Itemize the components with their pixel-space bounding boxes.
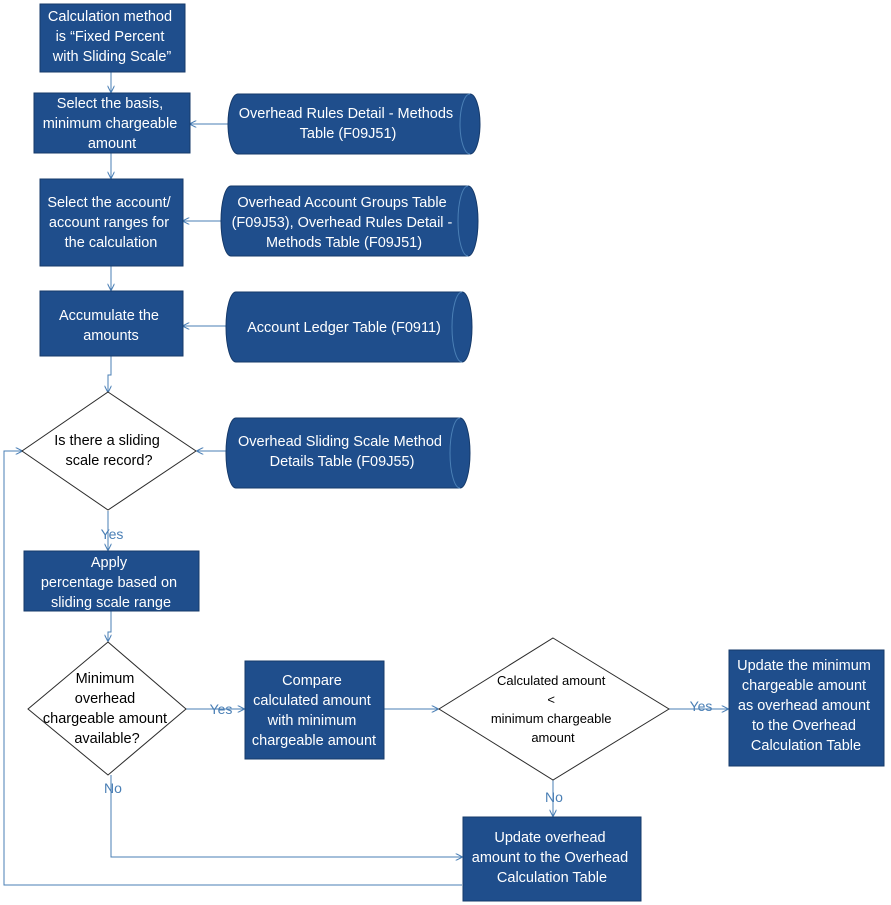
compare-line-2: calculated amount xyxy=(253,693,371,709)
label-calc-no: No xyxy=(545,789,563,805)
label-sliding-yes: Yes xyxy=(101,526,124,542)
accumulate-box: Accumulate the amounts xyxy=(39,290,184,357)
compare-box: Compare calculated amount with minimum c… xyxy=(244,660,385,760)
sliding-table-line-1: Overhead Sliding Scale Method xyxy=(238,434,442,450)
update-minimum-box: Update the minimum chargeable amount as … xyxy=(728,649,885,767)
min-decision-line-2: overhead xyxy=(75,691,135,707)
select-basis-box: Select the basis, minimum chargeable amo… xyxy=(33,92,191,154)
update-overhead-line-1: Update overhead xyxy=(494,830,605,846)
ledger-table-line-1: Account Ledger Table (F0911) xyxy=(247,320,441,336)
update-min-line-5: Calculation Table xyxy=(751,738,861,754)
update-min-line-4: to the Overhead xyxy=(752,718,856,734)
svg-text:Calculated amount <: Calculated amount < minimum chargeable a… xyxy=(491,673,615,745)
accumulate-line-1: Accumulate the xyxy=(59,308,159,324)
ledger-table-cylinder: Account Ledger Table (F0911) xyxy=(225,291,473,363)
svg-text:Is there a sliding scale: Is there a sliding scale record? xyxy=(54,433,164,469)
calc-decision-line-2: < xyxy=(547,692,555,707)
methods-table-line-1: Overhead Rules Detail - Methods xyxy=(239,106,453,122)
edge-accumulate-to-decision xyxy=(108,356,112,392)
update-min-line-1: Update the minimum xyxy=(737,658,871,674)
update-min-line-2: chargeable amount xyxy=(742,678,866,694)
label-calc-yes: Yes xyxy=(690,698,713,714)
min-decision-line-4: available? xyxy=(74,731,139,747)
svg-text:Update the minimum charg: Update the minimum chargeable amount as … xyxy=(737,658,875,754)
connectors xyxy=(3,72,728,886)
calc-decision-line-1: Calculated amount xyxy=(497,673,606,688)
min-decision-line-3: chargeable amount xyxy=(43,711,167,727)
sliding-table-line-2: Details Table (F09J55) xyxy=(270,454,415,470)
edge-apply-to-min xyxy=(108,611,112,641)
methods-table-line-2: Table (F09J51) xyxy=(300,126,397,142)
calc-decision-line-3: minimum chargeable xyxy=(491,711,612,726)
groups-table-line-2: (F09J53), Overhead Rules Detail - xyxy=(232,215,453,231)
update-overhead-line-3: Calculation Table xyxy=(497,870,607,886)
svg-text:Overhead Account Groups Table: Overhead Account Groups Table (F09J53), … xyxy=(232,195,457,251)
apply-line-3: sliding scale range xyxy=(51,595,171,611)
edge-loop-back xyxy=(3,451,462,886)
sliding-decision-line-1: Is there a sliding xyxy=(54,433,160,449)
label-min-no: No xyxy=(104,780,122,796)
select-basis-line-3: amount xyxy=(88,136,136,152)
accumulate-line-2: amounts xyxy=(83,328,139,344)
methods-table-cylinder: Overhead Rules Detail - Methods Table (F… xyxy=(227,93,481,155)
svg-text:Select the account/ acco: Select the account/ account ranges for t… xyxy=(47,195,174,251)
compare-line-4: chargeable amount xyxy=(252,733,376,749)
svg-text:Account Ledger Table (F0911): Account Ledger Table (F0911) xyxy=(247,320,441,336)
svg-text:Overhead Sliding Scale Method: Overhead Sliding Scale Method Details Ta… xyxy=(238,434,446,470)
svg-text:Calculation method is “F: Calculation method is “Fixed Percent wit… xyxy=(48,9,176,65)
calc-decision-line-4: amount xyxy=(531,730,575,745)
sliding-table-cylinder: Overhead Sliding Scale Method Details Ta… xyxy=(225,417,471,489)
svg-text:Accumulate the amounts: Accumulate the amounts xyxy=(59,308,163,344)
svg-text:Minimum overhead c: Minimum overhead chargeable amount avail… xyxy=(43,671,171,747)
label-min-yes: Yes xyxy=(210,701,233,717)
select-basis-line-1: Select the basis, xyxy=(57,96,163,112)
start-line-2: is “Fixed Percent xyxy=(56,29,165,45)
min-decision-line-1: Minimum xyxy=(76,671,135,687)
svg-text:Update overhead amount t: Update overhead amount to the Overhead C… xyxy=(472,830,632,886)
edge-labels: Yes Yes No Yes No xyxy=(101,526,713,805)
apply-percentage-box: Apply percentage based on sliding scale … xyxy=(23,550,200,612)
groups-table-line-1: Overhead Account Groups Table xyxy=(237,195,446,211)
select-accounts-box: Select the account/ account ranges for t… xyxy=(39,178,184,267)
apply-line-1: Apply xyxy=(91,555,128,571)
update-overhead-line-2: amount to the Overhead xyxy=(472,850,628,866)
svg-text:Compare calculated amoun: Compare calculated amount with minimum c… xyxy=(252,673,376,749)
apply-line-2: percentage based on xyxy=(41,575,177,591)
select-basis-line-2: minimum chargeable xyxy=(43,116,178,132)
start-line-3: with Sliding Scale” xyxy=(52,49,172,65)
compare-line-1: Compare xyxy=(282,673,342,689)
svg-text:Overhead Rules Detail - Method: Overhead Rules Detail - Methods Table (F… xyxy=(239,106,457,142)
minimum-available-decision: Minimum overhead chargeable amount avail… xyxy=(27,641,187,776)
svg-text:Apply percentage based o: Apply percentage based on sliding scale … xyxy=(41,555,181,611)
select-accounts-line-1: Select the account/ xyxy=(47,195,171,211)
update-min-line-3: as overhead amount xyxy=(738,698,870,714)
calculated-vs-minimum-decision: Calculated amount < minimum chargeable a… xyxy=(438,637,670,781)
start-box: Calculation method is “Fixed Percent wit… xyxy=(39,3,186,73)
select-accounts-line-2: account ranges for xyxy=(49,215,169,231)
sliding-scale-decision: Is there a sliding scale record? xyxy=(21,391,197,511)
compare-line-3: with minimum xyxy=(267,713,357,729)
start-line-1: Calculation method xyxy=(48,9,172,25)
groups-table-cylinder: Overhead Account Groups Table (F09J53), … xyxy=(220,185,479,257)
groups-table-line-3: Methods Table (F09J51) xyxy=(266,235,422,251)
update-overhead-box: Update overhead amount to the Overhead C… xyxy=(462,816,642,902)
select-accounts-line-3: the calculation xyxy=(65,235,158,251)
svg-text:Select the basis, minimu: Select the basis, minimum chargeable amo… xyxy=(43,96,182,152)
edge-min-no xyxy=(110,775,462,857)
sliding-decision-line-2: scale record? xyxy=(65,453,152,469)
